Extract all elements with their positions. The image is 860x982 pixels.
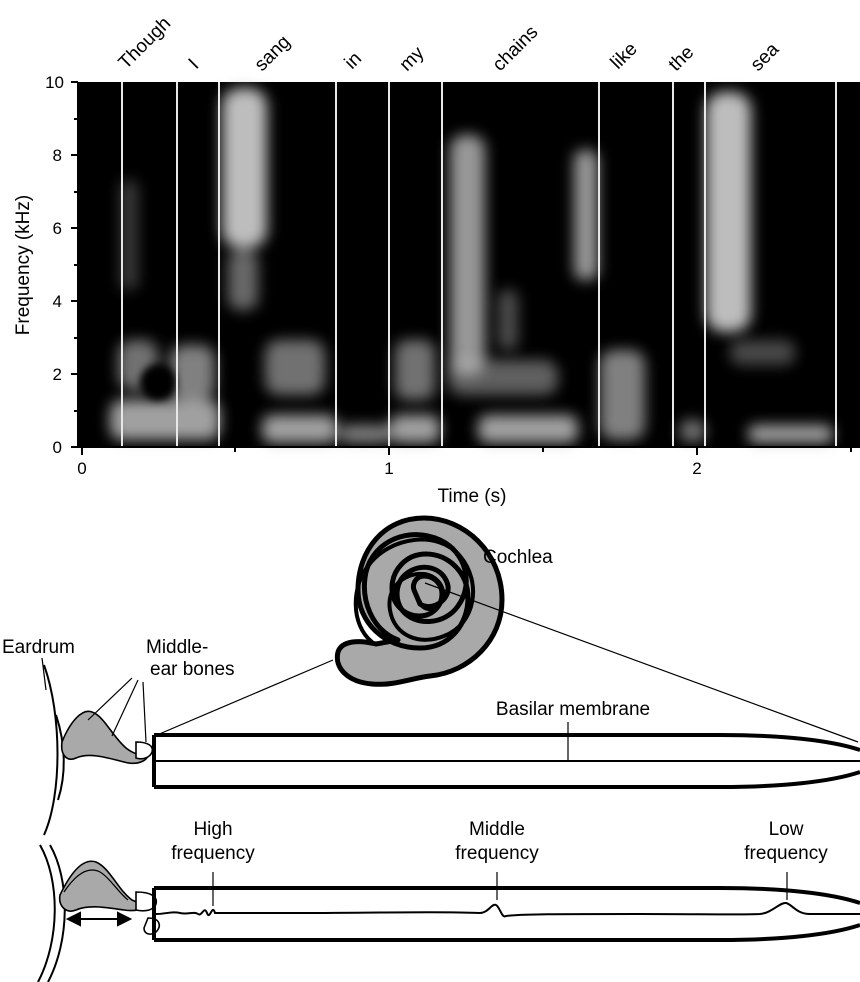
vibration-arrow-icon <box>65 911 133 927</box>
word-label: the <box>665 42 699 76</box>
basilar-membrane-label: Basilar membrane <box>496 699 650 720</box>
word-label: my <box>396 42 429 75</box>
word-label: I <box>185 55 204 74</box>
middle-ear-label: Middle- <box>146 637 208 658</box>
middle-frequency-label: frequency <box>455 843 539 864</box>
word-label: in <box>341 48 366 73</box>
middle-ear-bones-lower <box>58 860 161 935</box>
eardrum-label: Eardrum <box>2 637 75 658</box>
x-tick-label: 2 <box>692 459 701 478</box>
ear-diagram: Cochlea Eardrum Middle- ear bones <box>2 515 860 982</box>
spectrogram: 0 2 4 6 8 10 0 1 2 Frequency (kHz) Time … <box>13 13 860 507</box>
word-label: like <box>607 39 642 74</box>
eardrum-lower <box>37 844 66 982</box>
basilar-membrane-wave <box>155 901 860 918</box>
middle-ear-label: ear bones <box>150 659 235 680</box>
y-tick-label: 8 <box>53 146 62 165</box>
y-tick-label: 10 <box>45 73 64 92</box>
word-label: chains <box>489 22 543 76</box>
x-tick-label: 1 <box>384 459 393 478</box>
pointer-lines <box>212 872 788 906</box>
y-tick-label: 6 <box>53 219 62 238</box>
y-axis <box>71 81 79 448</box>
spectrogram-energy <box>110 88 833 443</box>
cochlea-label: Cochlea <box>483 547 553 568</box>
cochlear-duct-lower <box>152 886 860 942</box>
low-frequency-label: frequency <box>744 843 828 864</box>
word-label: sea <box>747 39 784 76</box>
word-label: sang <box>251 32 295 76</box>
middle-ear-bones-upper <box>60 710 154 765</box>
y-tick-label: 4 <box>53 292 62 311</box>
projection-line <box>424 582 859 743</box>
x-axis-title: Time (s) <box>438 486 507 507</box>
word-label: Though <box>115 13 175 73</box>
y-axis-title: Frequency (kHz) <box>13 195 34 335</box>
low-frequency-label: Low <box>769 819 804 840</box>
middle-frequency-label: Middle <box>469 819 525 840</box>
y-tick-label: 0 <box>53 438 62 457</box>
eardrum-upper <box>43 664 65 836</box>
high-frequency-label: High <box>193 819 232 840</box>
projection-line <box>156 659 334 736</box>
y-tick-label: 2 <box>53 365 62 384</box>
x-tick-label: 0 <box>77 459 86 478</box>
x-axis <box>78 446 860 455</box>
high-frequency-label: frequency <box>171 843 255 864</box>
pointer-lines <box>41 657 147 743</box>
word-boundaries <box>121 82 837 446</box>
cochlear-duct-upper <box>152 733 860 789</box>
cochlea-spiral <box>334 515 505 687</box>
